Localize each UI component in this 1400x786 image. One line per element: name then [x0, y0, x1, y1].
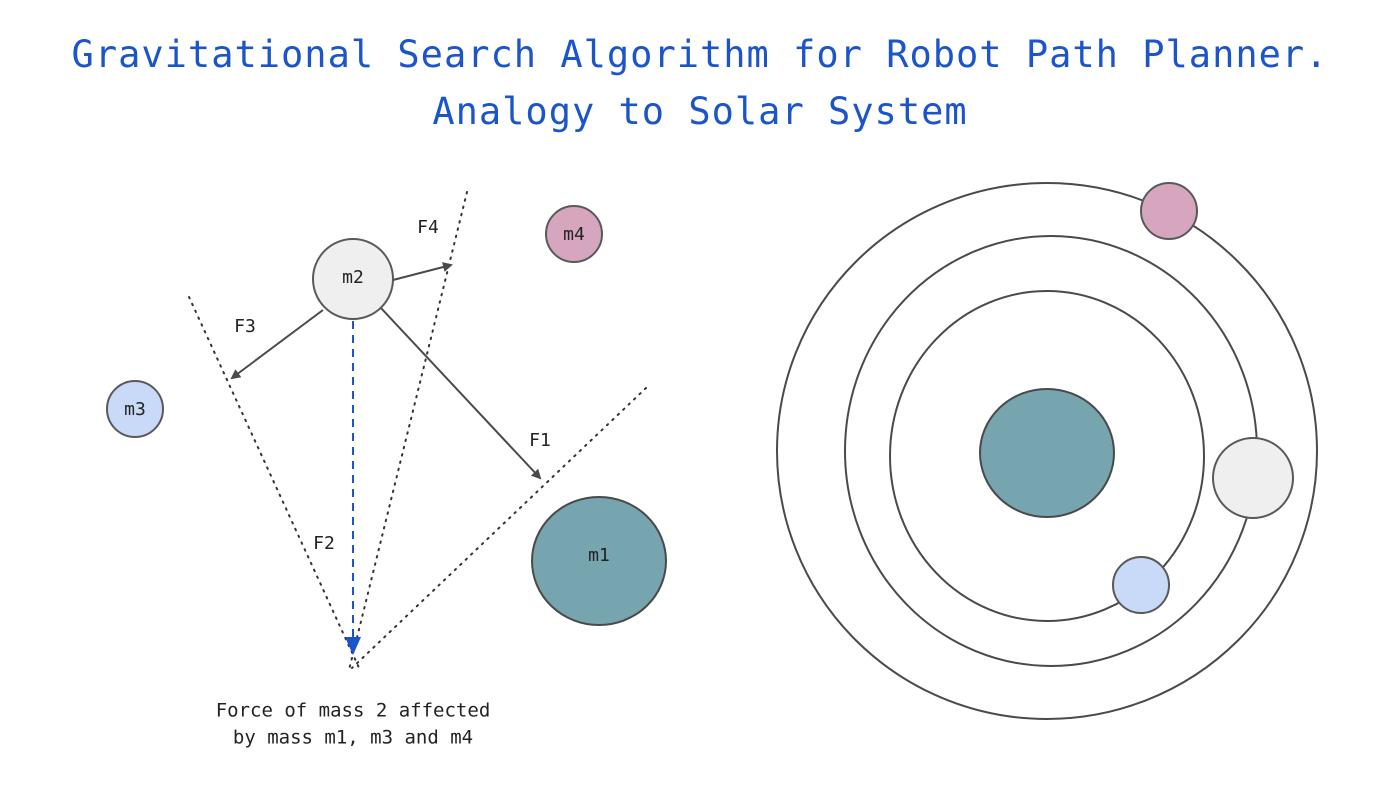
- force-label-f2: F2: [313, 533, 335, 554]
- force-label-f4: F4: [417, 217, 439, 238]
- dotted-line-f1: [351, 387, 647, 669]
- diagram-title: Gravitational Search Algorithm for Robot…: [0, 26, 1400, 140]
- dotted-line-f3: [188, 296, 361, 671]
- force-diagram: m2 m4 m3 m1 F1 F2 F3 F4 Force of mass 2 …: [106, 191, 667, 749]
- mass-m3: [106, 380, 164, 438]
- force-label-f1: F1: [529, 430, 551, 451]
- mass-m2: [312, 238, 394, 320]
- caption-line-1: Force of mass 2 affected: [216, 700, 491, 722]
- sun: [979, 388, 1115, 518]
- force-label-f3: F3: [234, 316, 256, 337]
- mass-m4-label: m4: [563, 224, 585, 245]
- mass-m1: [531, 496, 667, 626]
- force-arrow-f1: [379, 306, 542, 480]
- title-line-2: Analogy to Solar System: [432, 90, 968, 133]
- orbit-outer: [776, 182, 1318, 720]
- mass-m4: [545, 205, 603, 263]
- solar-system: [776, 182, 1318, 720]
- orbit-inner: [889, 290, 1205, 622]
- planet-m2: [1212, 437, 1294, 519]
- force-arrow-f3: [230, 309, 324, 380]
- planet-m3: [1112, 556, 1170, 614]
- mass-m1-label: m1: [588, 545, 610, 566]
- mass-m2-label: m2: [342, 267, 364, 288]
- title-line-1: Gravitational Search Algorithm for Robot…: [71, 33, 1329, 76]
- caption-line-2: by mass m1, m3 and m4: [233, 727, 473, 749]
- force-arrow-f4: [392, 262, 453, 281]
- planet-m4: [1140, 182, 1198, 240]
- mass-m3-label: m3: [124, 399, 146, 420]
